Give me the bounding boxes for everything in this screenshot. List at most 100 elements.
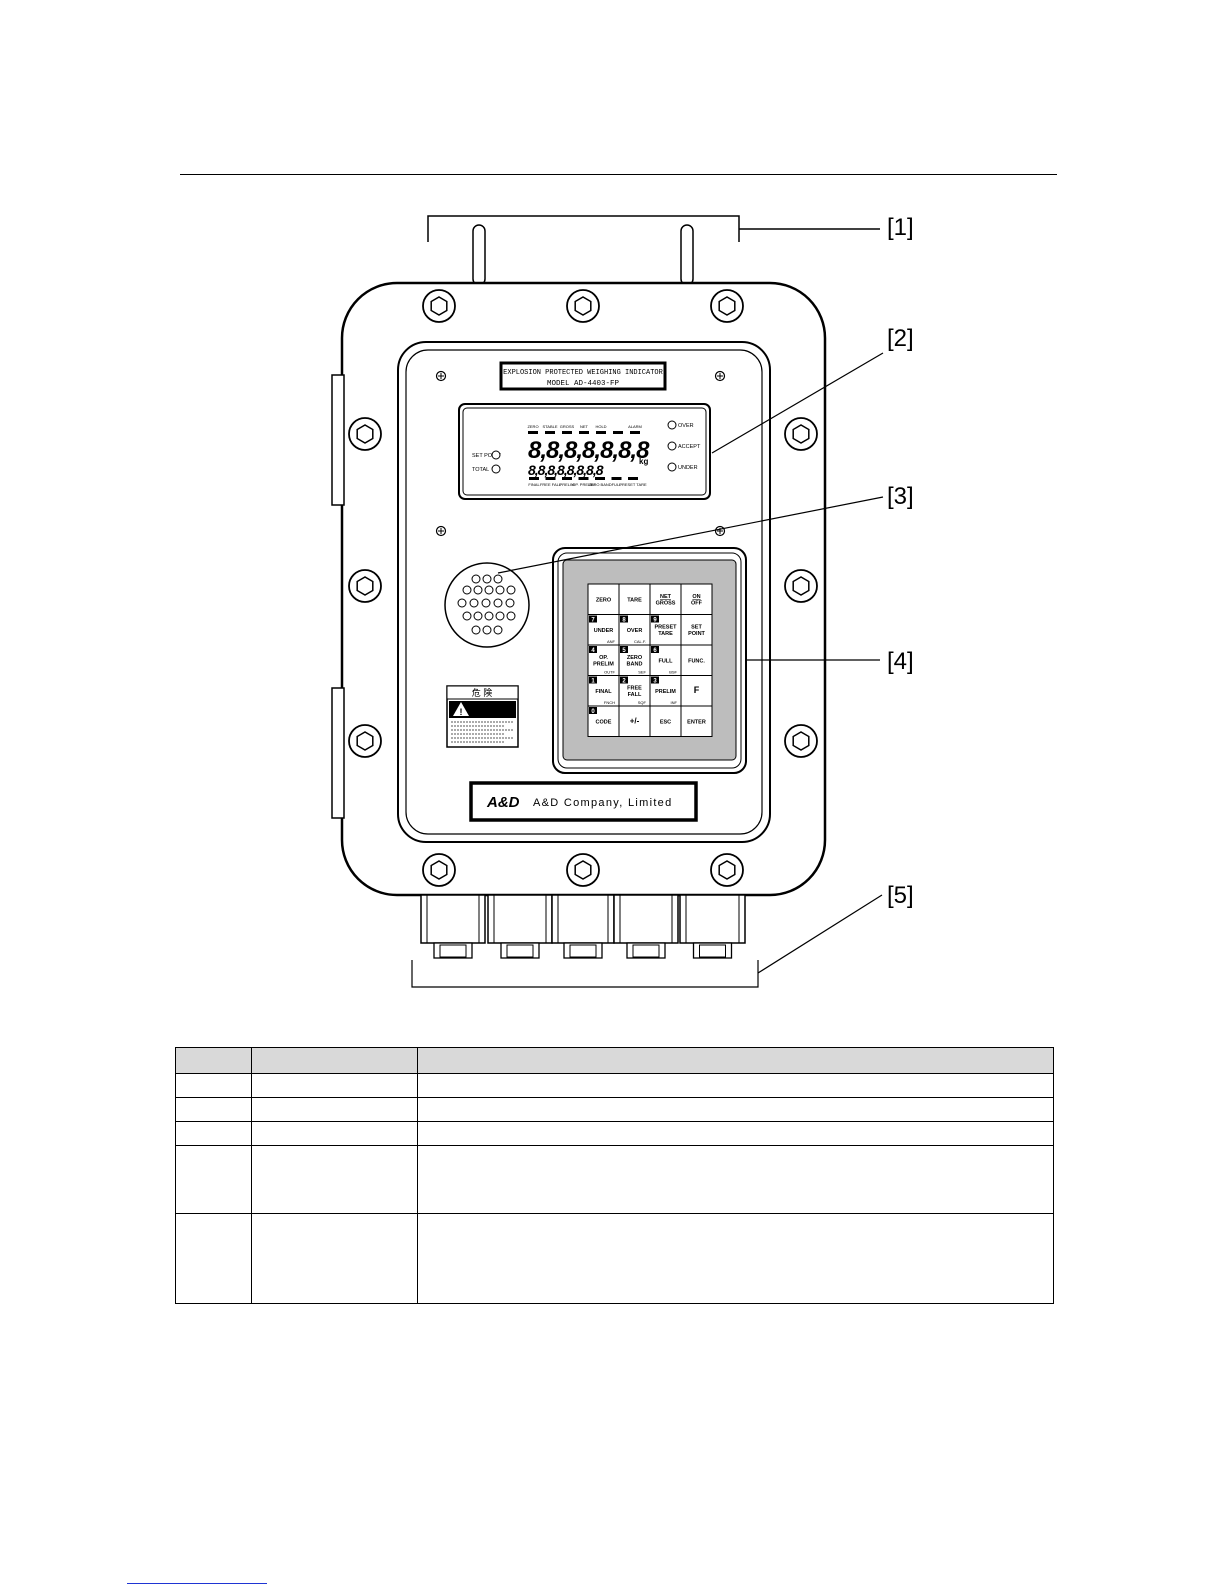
nameplate-line2: MODEL AD-4403-FP <box>547 380 620 388</box>
key-number: 8 <box>622 618 626 624</box>
table-cell <box>417 1121 1054 1146</box>
status-label: STABLE <box>542 424 557 429</box>
svg-text:!: ! <box>460 707 463 717</box>
bolt-icon <box>710 289 744 323</box>
key-label: ON <box>692 594 700 600</box>
cable-gland <box>613 894 679 959</box>
key-number: 5 <box>622 648 626 654</box>
indicator-label: OVER <box>678 423 694 429</box>
mode-label: OP. PRELIM <box>572 482 594 487</box>
key-sublabel: SEF <box>638 670 646 675</box>
mode-label: ZERO BAND <box>588 482 611 487</box>
mode-label: PRESET TARE <box>619 482 647 487</box>
key-label: TARE <box>658 631 673 637</box>
screw-icon <box>714 525 726 537</box>
grille-hole <box>495 585 505 595</box>
keypad-key[interactable]: F <box>680 675 713 707</box>
bolt-icon <box>348 569 382 603</box>
callout-5: [5] <box>887 882 914 909</box>
indicator-lamp-icon <box>667 420 677 430</box>
status-bar <box>528 431 538 434</box>
cable-gland <box>420 894 486 959</box>
bolt-icon <box>422 853 456 887</box>
brand-plate: A&D A&D Company, Limited <box>469 781 698 822</box>
keypad-key[interactable]: FUNC. <box>680 644 713 676</box>
buzzer-grille <box>444 562 530 648</box>
bolt-icon <box>566 289 600 323</box>
mode-label: FULL <box>612 482 623 487</box>
key-label: FULL <box>658 658 673 664</box>
bolt-icon <box>348 724 382 758</box>
status-bar <box>579 431 589 434</box>
header-cell <box>251 1047 418 1074</box>
status-bar <box>613 431 623 434</box>
leader-lines <box>497 352 884 974</box>
grille-hole <box>473 611 483 621</box>
keypad-key[interactable]: ZERO <box>587 583 620 615</box>
indicator-lamp-icon <box>667 462 677 472</box>
key-label: OVER <box>627 628 643 634</box>
callout-1: [1] <box>887 214 914 241</box>
footer-link-underline[interactable] <box>127 1583 267 1584</box>
key-label: BAND <box>627 662 643 668</box>
bolt-icon <box>784 724 818 758</box>
grille-hole <box>484 611 494 621</box>
callout-2: [2] <box>887 325 914 352</box>
keypad-key[interactable]: +/- <box>618 705 651 737</box>
key-label: FREE <box>627 686 642 692</box>
bolt-icon <box>710 853 744 887</box>
grille-hole <box>471 625 481 635</box>
grille-hole <box>493 598 503 608</box>
bolt-icon <box>566 853 600 887</box>
status-label: ZERO <box>527 424 538 429</box>
key-label: TARE <box>627 597 642 603</box>
key-label: PRESET <box>654 625 677 631</box>
callout-3: [3] <box>887 483 914 510</box>
status-bar <box>596 431 606 434</box>
unit-label: kg <box>639 457 648 466</box>
indicator-label: SET POINT <box>472 453 502 459</box>
grille-hole <box>482 625 492 635</box>
key-label: GROSS <box>656 601 676 607</box>
grille-hole <box>506 585 516 595</box>
grille-hole <box>493 625 503 635</box>
keypad-key[interactable]: ESC <box>649 705 682 737</box>
indicator-front-view: EXPLOSION PROTECTED WEIGHING INDICATOR M… <box>331 215 884 988</box>
status-bar <box>630 431 640 434</box>
key-sublabel: OUTF <box>604 670 615 675</box>
grille-hole <box>462 611 472 621</box>
key-label: SET <box>691 625 702 631</box>
cable-gland <box>487 894 553 959</box>
cable-gland <box>551 894 615 959</box>
gland-bracket <box>411 960 759 988</box>
key-sublabel: BSF <box>669 670 677 675</box>
keypad-key[interactable]: TARE <box>618 583 651 615</box>
key-number: 1 <box>591 679 595 685</box>
key-label: OFF <box>691 601 703 607</box>
key-label: ESC <box>660 719 671 725</box>
key-label: PRELIM <box>655 689 676 695</box>
key-sublabel: CAL.F. <box>634 639 646 644</box>
keypad-key[interactable]: ENTER <box>680 705 713 737</box>
grille-hole <box>471 574 481 584</box>
table-row <box>175 1145 1054 1214</box>
indicator-lamp-icon <box>491 450 501 460</box>
grille-hole <box>457 598 467 608</box>
status-label: GROSS <box>560 424 575 429</box>
key-sublabel: FNCH <box>604 700 615 705</box>
key-label: FALL <box>628 692 642 698</box>
table-cell <box>417 1213 1054 1304</box>
